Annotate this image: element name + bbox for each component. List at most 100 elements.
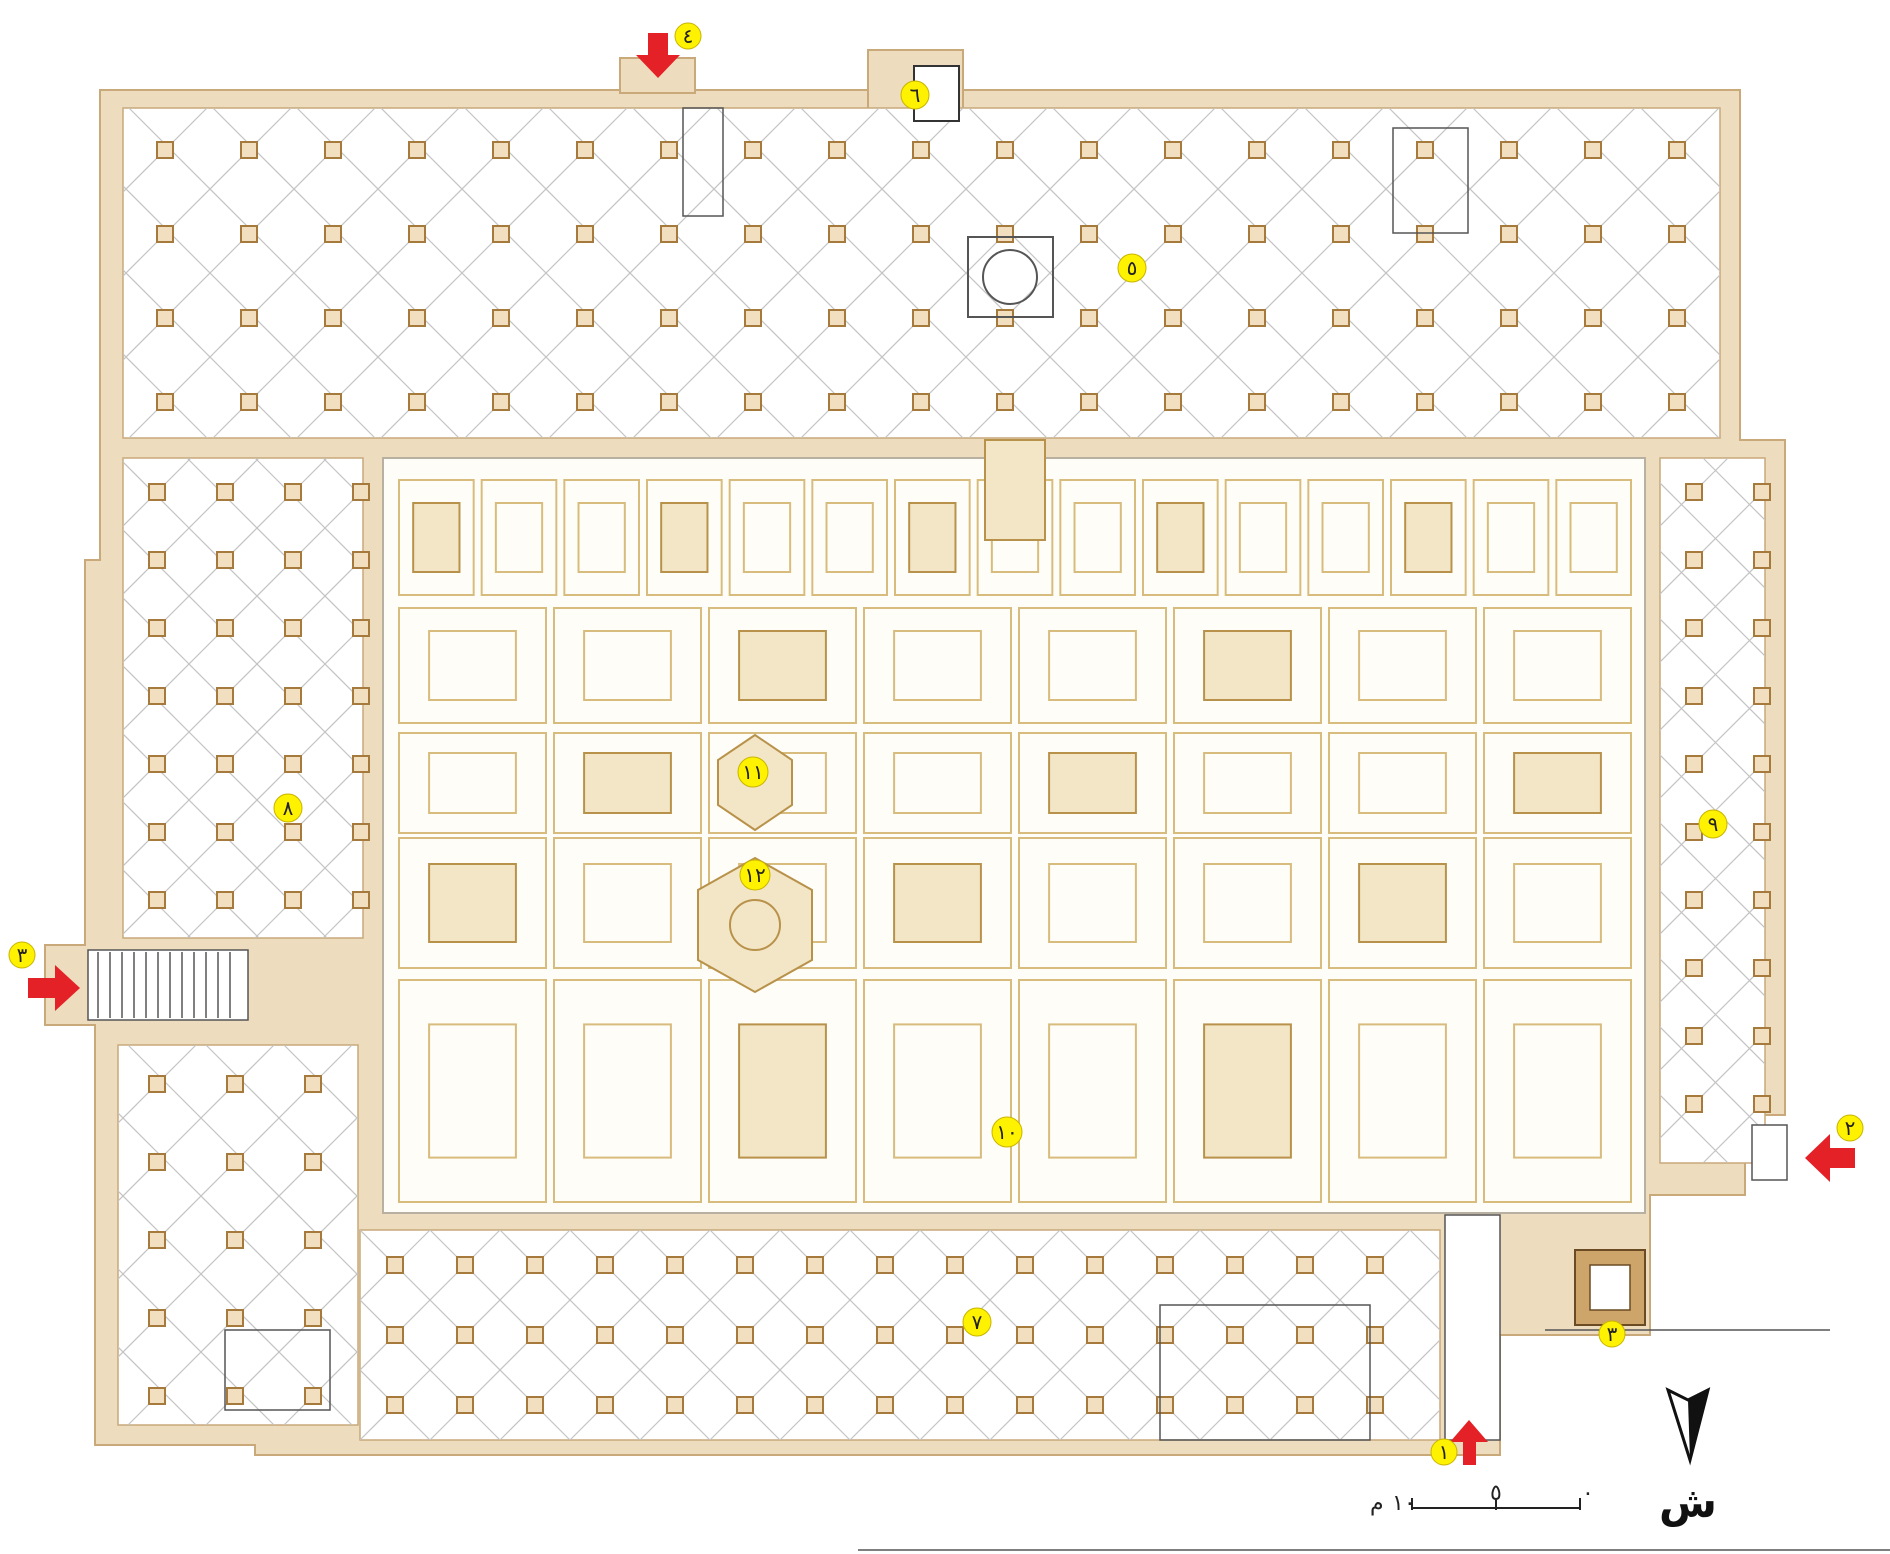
pier — [156, 141, 174, 159]
pier — [1226, 1396, 1244, 1414]
pier — [1685, 755, 1703, 773]
badge-4-text: ٤ — [683, 24, 694, 48]
south-arcade-floor — [359, 1229, 1441, 1441]
pier — [596, 1256, 614, 1274]
pier — [408, 309, 426, 327]
courtyard-panel-inner — [428, 863, 517, 943]
pier — [156, 225, 174, 243]
pier — [666, 1256, 684, 1274]
vault-diagonal — [128, 108, 460, 438]
pier — [576, 225, 594, 243]
pier — [828, 393, 846, 411]
courtyard-panel — [1472, 479, 1550, 596]
pier — [324, 141, 342, 159]
pier — [148, 551, 166, 569]
courtyard-panel — [1555, 479, 1633, 596]
pier — [806, 1326, 824, 1344]
vault-diagonal — [1660, 482, 1765, 589]
vault-diagonal — [118, 1045, 275, 1202]
north-arrow-icon — [1665, 1387, 1711, 1466]
pier — [1156, 1326, 1174, 1344]
pier — [828, 309, 846, 327]
pier — [1668, 393, 1686, 411]
vault-diagonal — [1809, 108, 1890, 438]
scale-label-five: ٥ — [1490, 1481, 1502, 1506]
pier — [304, 1309, 322, 1327]
pier — [1332, 309, 1350, 327]
pier — [1086, 1396, 1104, 1414]
courtyard-panel — [398, 732, 547, 834]
vault-diagonal — [1472, 190, 1720, 438]
pier — [1332, 393, 1350, 411]
scale-label-unit: م — [1370, 1491, 1384, 1516]
pier — [216, 551, 234, 569]
pier — [352, 823, 370, 841]
vault-diagonal — [1136, 108, 1468, 438]
pier — [216, 483, 234, 501]
courtyard-panel — [1328, 732, 1477, 834]
badge-6-text: ٦ — [910, 83, 921, 107]
courtyard-panel-inner — [428, 1023, 517, 1159]
north-stair-passage — [682, 107, 724, 217]
courtyard-panel — [1307, 479, 1385, 596]
pier — [912, 141, 930, 159]
southwest-arcade — [117, 1044, 359, 1426]
pier — [1584, 141, 1602, 159]
courtyard-panel — [1328, 979, 1477, 1203]
courtyard-panel-inner — [1321, 502, 1370, 573]
vault-diagonal — [1556, 274, 1720, 438]
pier — [806, 1256, 824, 1274]
pier — [156, 309, 174, 327]
pier — [1164, 225, 1182, 243]
west-entrance-stair — [87, 949, 249, 1021]
badge-2: ٢ — [1836, 1114, 1864, 1142]
pier — [352, 687, 370, 705]
entrance-arrow-south-icon — [1450, 1420, 1488, 1465]
courtyard-panel — [863, 979, 1012, 1203]
courtyard-panel-inner — [583, 752, 672, 814]
pier — [1685, 483, 1703, 501]
courtyard-panel-inner — [893, 630, 982, 701]
pier — [226, 1309, 244, 1327]
pier — [1080, 141, 1098, 159]
vault-diagonal — [205, 1272, 358, 1425]
vault-diagonal — [380, 108, 712, 438]
badge-1: ١ — [1430, 1438, 1458, 1466]
courtyard-panel — [728, 479, 806, 596]
courtyard-panel — [553, 607, 702, 724]
pier — [1296, 1256, 1314, 1274]
pier — [216, 823, 234, 841]
badge-8: ٨ — [273, 793, 303, 823]
vault-diagonal — [118, 1268, 275, 1425]
pier — [736, 1326, 754, 1344]
entrance-arrow-north-icon — [636, 33, 680, 78]
pier — [1016, 1396, 1034, 1414]
courtyard-panel — [811, 479, 888, 596]
vault-diagonal — [118, 1346, 197, 1425]
vault-diagonal — [212, 108, 544, 438]
courtyard-panel-inner — [893, 863, 982, 943]
vault-diagonal — [123, 733, 328, 938]
dome-chamber-frame — [967, 236, 1054, 318]
pier — [386, 1256, 404, 1274]
courtyard-panel-inner — [893, 752, 982, 814]
vault-diagonal — [1556, 108, 1720, 272]
vault-diagonal — [464, 108, 796, 438]
vault-diagonal — [1640, 108, 1720, 188]
pier — [1668, 225, 1686, 243]
vault-diagonal — [1660, 550, 1765, 657]
pier — [660, 141, 678, 159]
south-entrance-passage — [1444, 1214, 1501, 1441]
courtyard-panel — [1483, 979, 1632, 1203]
courtyard-panel-inner — [1569, 502, 1618, 573]
pier — [576, 393, 594, 411]
pier — [1753, 1095, 1771, 1113]
pier — [1366, 1326, 1384, 1344]
vault-diagonal — [1725, 108, 1890, 438]
north-prayer-hall — [122, 65, 1890, 439]
pier — [1753, 1027, 1771, 1045]
west-arcade-piers — [148, 483, 370, 909]
pier — [324, 393, 342, 411]
pier — [1296, 1396, 1314, 1414]
courtyard-panel — [863, 732, 1012, 834]
